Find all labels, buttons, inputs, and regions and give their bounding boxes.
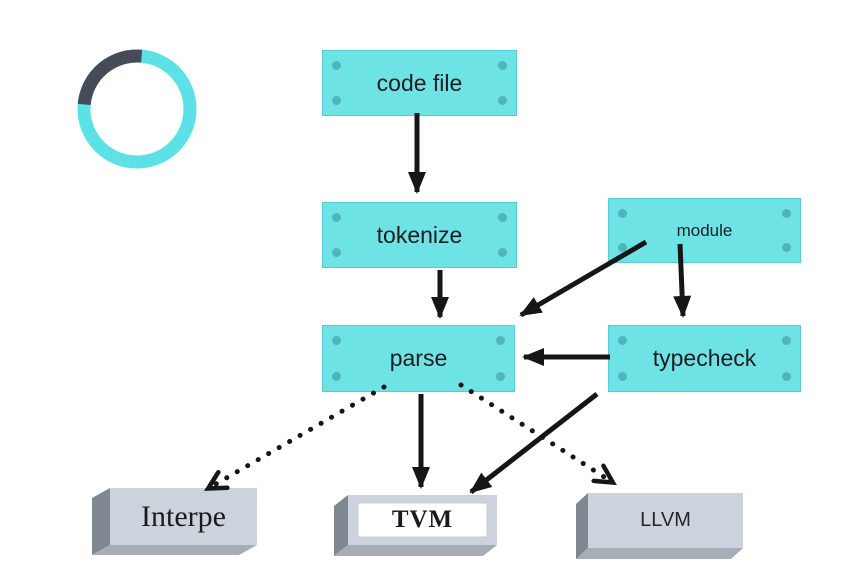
box3d-shape [334, 495, 497, 556]
corner-dot [332, 248, 341, 257]
dotted-arrow-parse-to-llvm [458, 382, 617, 486]
corner-dot [618, 336, 627, 345]
corner-dot [782, 372, 791, 381]
backend-llvm-box: LLVM [576, 493, 743, 559]
node-code-file-label: code file [376, 69, 463, 96]
node-parse: parse [322, 325, 515, 392]
corner-dot [782, 209, 791, 218]
corner-dot [332, 96, 341, 105]
node-typecheck: typecheck [608, 325, 801, 392]
node-code-file: code file [322, 50, 517, 116]
node-tokenize: tokenize [322, 202, 517, 268]
dotted-arrow-parse-to-interpreter [203, 384, 387, 491]
corner-dot [496, 336, 505, 345]
node-tokenize-label: tokenize [376, 221, 463, 248]
corner-dot [498, 96, 507, 105]
node-module-label: module [676, 221, 733, 240]
arrow-typecheck-to-tvm [469, 392, 599, 494]
corner-dot [332, 372, 341, 381]
backend-tvm-box: TVM [334, 495, 497, 556]
corner-dot [498, 248, 507, 257]
node-module: module [608, 198, 801, 263]
corner-dot [498, 213, 507, 222]
box3d-front-face [110, 488, 257, 545]
corner-dot [782, 336, 791, 345]
box3d-side-face [92, 488, 110, 555]
corner-dot [332, 213, 341, 222]
backend-interpreter-box: Interpe [92, 488, 257, 555]
corner-dot [332, 61, 341, 70]
progress-ring-icon [77, 49, 197, 169]
box3d-bottom-face [576, 548, 743, 559]
corner-dot [618, 209, 627, 218]
corner-dot [496, 372, 505, 381]
box3d-side-face [576, 493, 588, 559]
box3d-shape [576, 493, 743, 559]
ring-accent-arc [77, 49, 197, 169]
backend-interpreter-label: Interpe [141, 499, 226, 533]
corner-dot [498, 61, 507, 70]
ring-dark-arc [77, 49, 143, 106]
backend-tvm-label: TVM [391, 506, 454, 533]
backend-llvm-label: LLVM [640, 509, 691, 531]
box3d-side-face [334, 495, 348, 556]
box3d-shape [92, 488, 257, 555]
node-typecheck-label: typecheck [652, 345, 757, 371]
corner-dot [332, 336, 341, 345]
box3d-bottom-face [334, 545, 497, 556]
box3d-front-face [588, 493, 743, 548]
tvm-inner-panel [357, 502, 488, 538]
node-parse-label: parse [389, 345, 448, 371]
corner-dot [782, 243, 791, 252]
box3d-bottom-face [92, 545, 257, 555]
corner-dot [618, 372, 627, 381]
corner-dot [618, 243, 627, 252]
